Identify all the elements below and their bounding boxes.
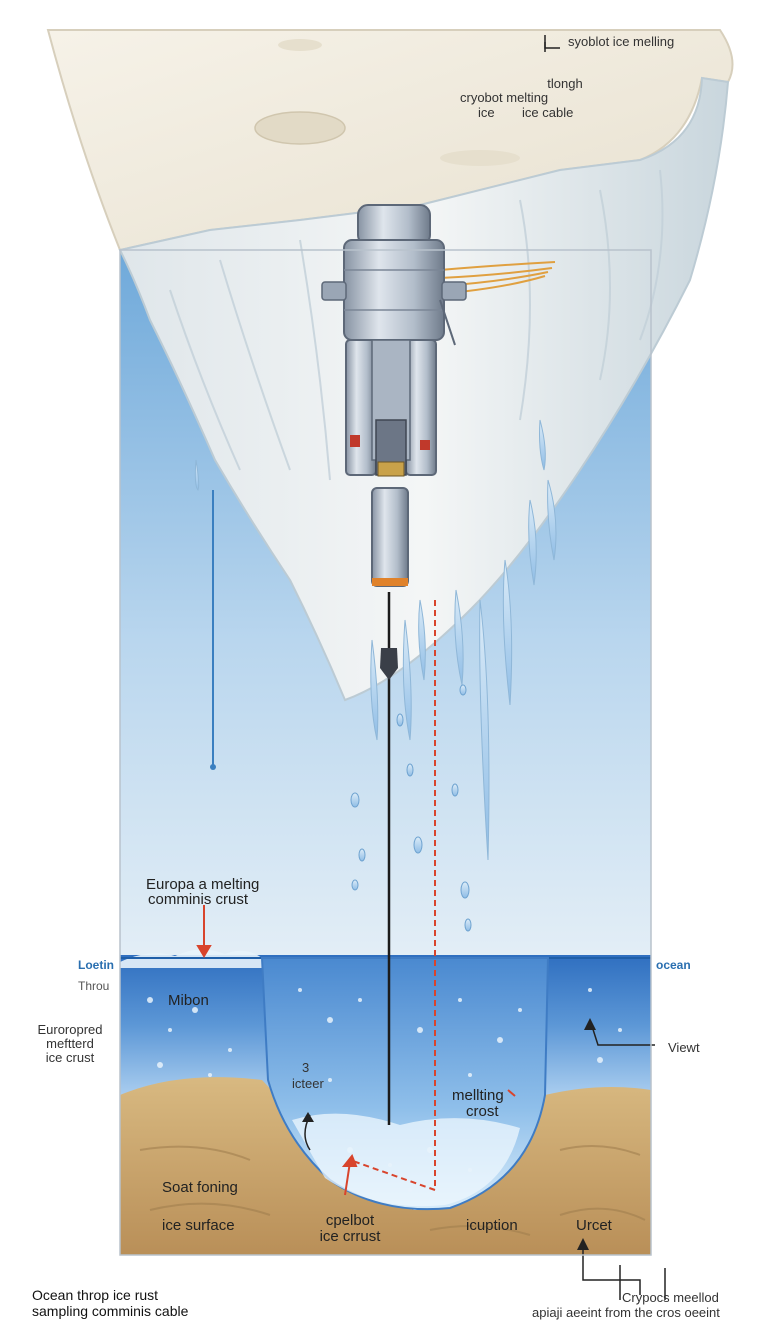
ice-face-texture	[169, 169, 664, 481]
diagram-frame	[119, 249, 652, 1256]
arrow-head-urcet	[577, 1238, 589, 1250]
label-melting-1: mellting	[452, 1087, 504, 1104]
melt-pocket-slush	[292, 1113, 520, 1207]
label-bottom-left-2: sampling comminis cable	[32, 1303, 189, 1319]
label-bottom-right-2: apiaji aeeint from the cros oeeint	[532, 1305, 720, 1320]
ice-crater	[254, 111, 346, 145]
label-eurorop-3: ice crust	[45, 1050, 95, 1065]
label-icteer-2: icteer	[292, 1076, 324, 1091]
label-icteer-1: 3	[302, 1060, 310, 1075]
label-top-mid-1: tlongh	[547, 76, 583, 91]
label-icuption: icuption	[466, 1217, 518, 1234]
label-viewt: Viewt	[668, 1040, 700, 1055]
label-europa-2: comminis crust	[148, 891, 249, 908]
label-top-mid-3: ice	[478, 105, 495, 120]
label-ice-surface: ice surface	[162, 1217, 235, 1234]
drip-end-left	[210, 764, 216, 770]
arrow-head-icteer	[302, 1112, 314, 1122]
label-eurorop-1: Euroropred	[37, 1022, 103, 1037]
label-cpelbot-2: ice crrust	[319, 1228, 381, 1245]
label-urcet: Urcet	[576, 1217, 612, 1234]
label-bottom-right-1: Crypocs meellod	[622, 1290, 719, 1305]
label-top-mid-2: cryobot melting	[460, 90, 549, 105]
label-melting-2: crost	[466, 1103, 499, 1120]
ice-crater-right	[440, 150, 520, 166]
ice-crater-small	[278, 39, 322, 51]
cryobot-probe	[321, 204, 467, 587]
tether-weight	[380, 648, 398, 680]
label-top-mid-4: ice cable	[522, 105, 574, 120]
label-ocean-right: ocean	[656, 958, 691, 972]
label-top-right: syoblot ice melling	[568, 34, 675, 49]
label-throu: Throu	[78, 979, 110, 993]
label-bottom-left-1: Ocean throp ice rust	[32, 1287, 159, 1303]
label-loetin: Loetin	[78, 958, 114, 972]
label-soat-foning: Soat foning	[162, 1179, 238, 1196]
bubbles	[147, 988, 622, 1192]
icicles	[194, 419, 557, 861]
label-mibon: Mibon	[168, 992, 209, 1009]
label-cpelbot-1: cpelbot	[325, 1212, 375, 1229]
seabed-texture	[139, 1145, 646, 1236]
water-drops	[350, 684, 472, 932]
label-europa-1: Europa a melting	[146, 876, 260, 893]
red-dashed-guide	[349, 600, 436, 1192]
red-pointers	[196, 905, 516, 1196]
arrow-head-viewt	[584, 1018, 596, 1030]
label-eurorop-2: meftterd	[46, 1036, 94, 1051]
